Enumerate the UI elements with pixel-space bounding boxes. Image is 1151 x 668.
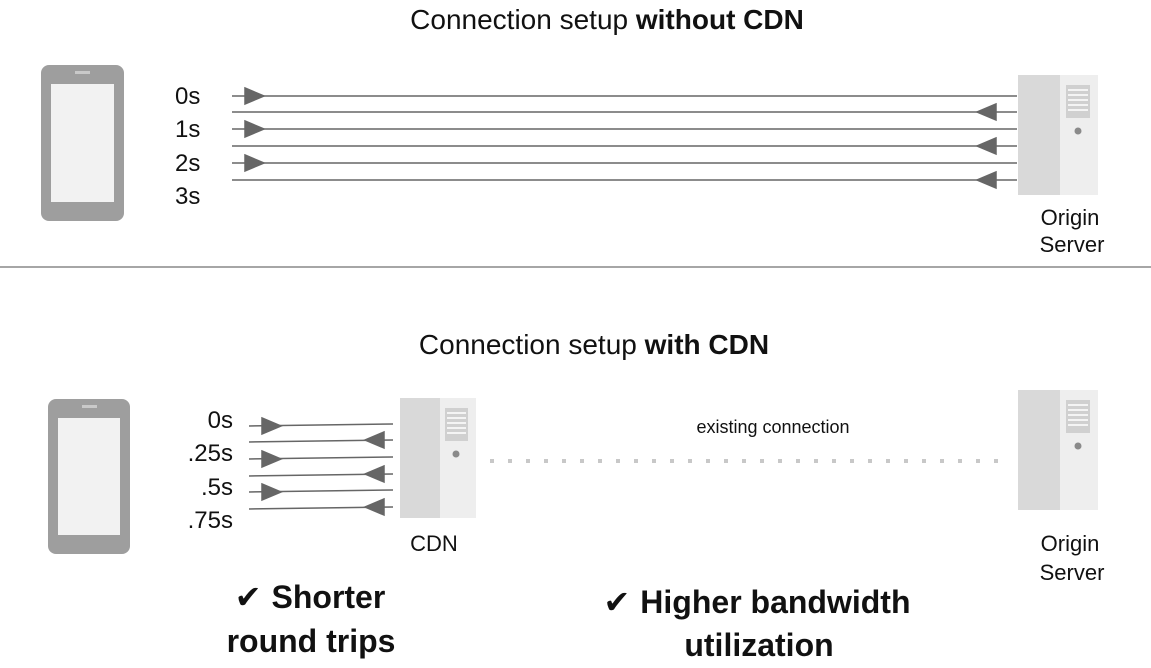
top-phone-icon [41,65,124,221]
benefit-2-line-1: ✔ Higher bandwidth [603,584,910,620]
benefit-1-text-1: Shorter [272,579,386,615]
top-section-title: Connection setup without CDN [410,4,804,35]
bottom-phone-icon [48,399,130,554]
benefit-shorter-round-trips: ✔ Shorter round trips [227,579,396,659]
bottom-time-2: .5s [201,474,233,501]
top-time-1: 1s [175,116,200,143]
top-request-arrow-2 [244,119,266,139]
checkmark-icon: ✔ [235,579,262,615]
bottom-response-arrow-2 [363,464,385,484]
bottom-section-title: Connection setup with CDN [419,329,769,360]
bottom-response-arrow-3 [363,497,385,517]
benefit-2-line-2: utilization [684,627,833,663]
bottom-origin-label-line-2: Server [1040,560,1105,585]
top-origin-server-icon [1018,75,1098,195]
bottom-request-arrow-1 [261,416,283,436]
bottom-origin-server-icon [1018,390,1098,510]
top-time-3: 3s [175,183,200,210]
bottom-time-3: .75s [188,507,233,534]
top-response-arrow-1 [975,102,997,122]
bottom-title-bold: with CDN [644,329,769,360]
bottom-request-arrow-3 [261,482,283,502]
checkmark-icon: ✔ [603,584,630,620]
top-request-arrow-3 [244,153,266,173]
benefit-1-line-2: round trips [227,623,396,659]
bottom-title-prefix: Connection setup [419,329,645,360]
top-time-0: 0s [175,83,200,110]
top-origin-label-line-1: Origin [1041,205,1100,230]
top-title-bold: without CDN [635,4,804,35]
bottom-response-arrow-1 [363,430,385,450]
top-title-prefix: Connection setup [410,4,636,35]
top-response-arrow-2 [975,136,997,156]
benefit-1-line-1: ✔ Shorter [235,579,386,615]
benefit-higher-bandwidth: ✔ Higher bandwidth utilization [603,584,910,663]
bottom-request-arrow-2 [261,449,283,469]
bottom-time-0: 0s [208,407,233,434]
cdn-server-icon [400,398,476,518]
top-request-arrow-1 [244,86,266,106]
cdn-label: CDN [410,531,458,556]
bottom-time-1: .25s [188,440,233,467]
top-response-arrow-3 [975,170,997,190]
existing-connection-label: existing connection [696,417,849,437]
bottom-origin-label-line-1: Origin [1041,531,1100,556]
benefit-2-text-1: Higher bandwidth [640,584,910,620]
top-origin-label-line-2: Server [1040,232,1105,257]
top-time-2: 2s [175,150,200,177]
